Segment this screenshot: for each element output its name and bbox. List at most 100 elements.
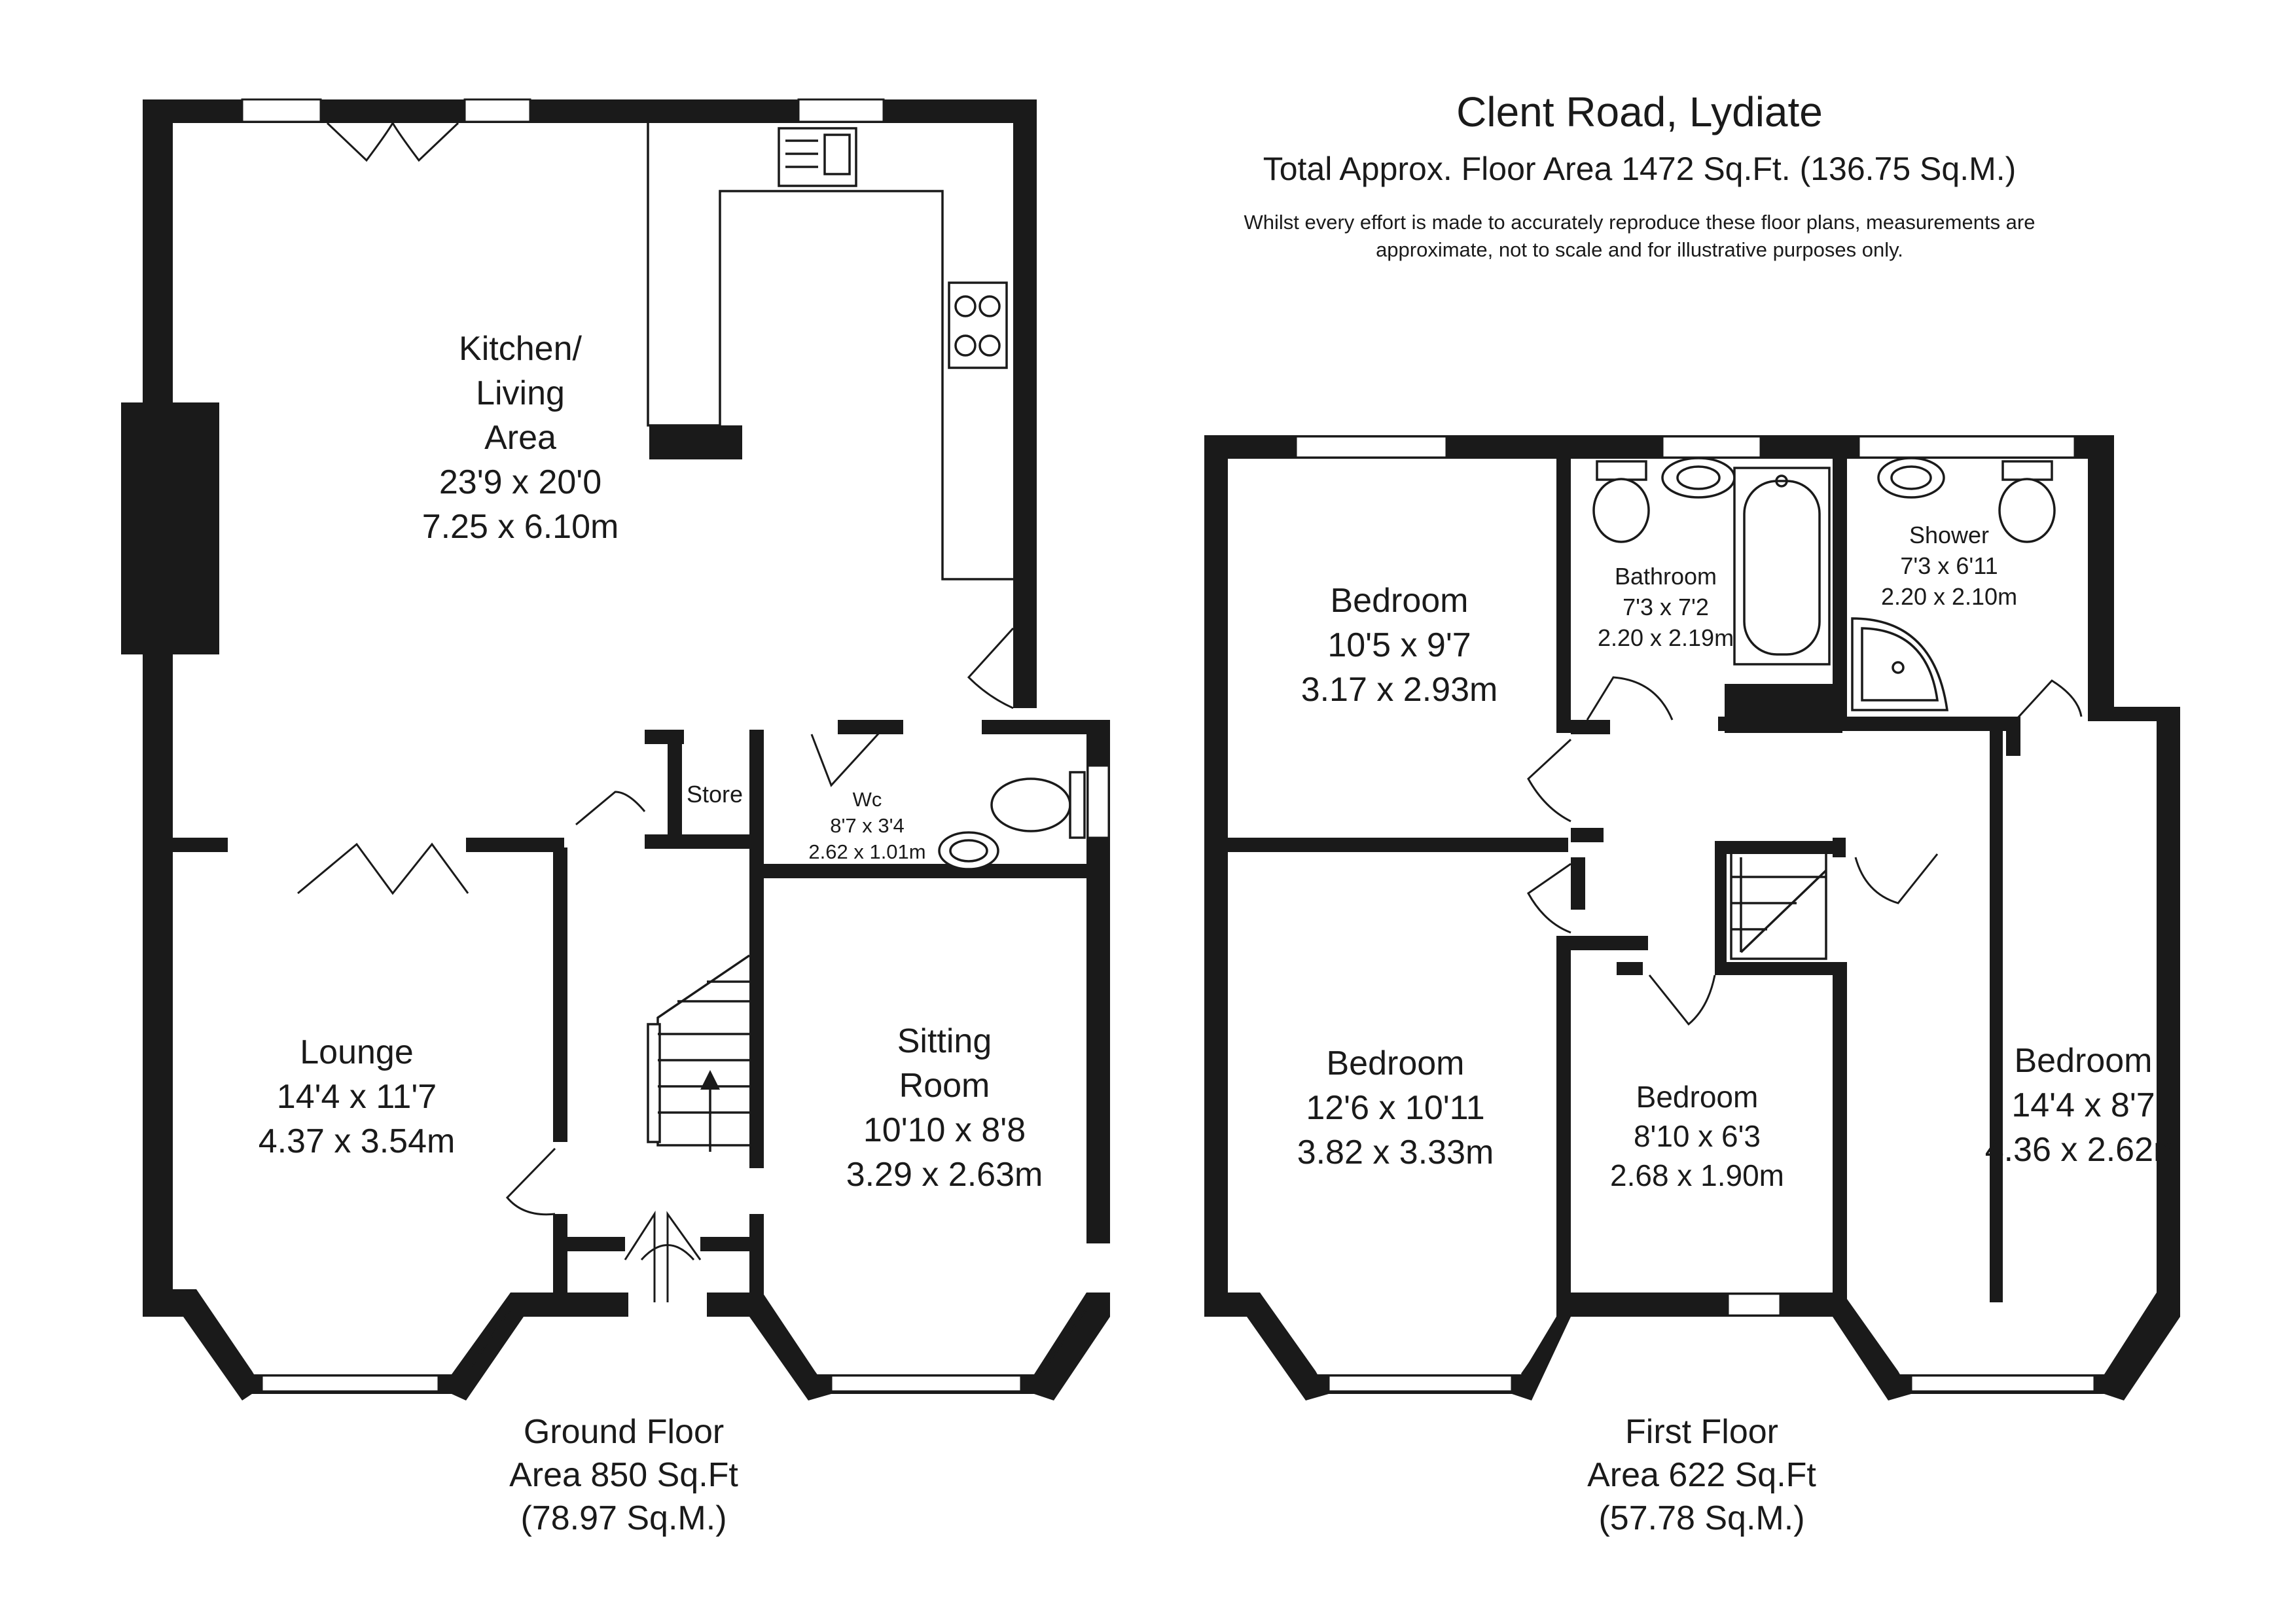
door-swing-icon: [1527, 863, 1571, 934]
kitchen-units: [647, 123, 1013, 580]
basin-icon: [1877, 457, 1945, 499]
door-swing-icon: [297, 842, 469, 895]
bedroom-top-left-label: Bedroom 10'5 x 9'7 3.17 x 2.93m: [1301, 582, 1498, 709]
bedroom-imperial: 10'5 x 9'7: [1327, 626, 1471, 664]
wc-name: Wc: [853, 788, 882, 811]
bedroom-name: Bedroom: [1327, 1044, 1465, 1082]
door-swing-icon: [624, 1210, 656, 1302]
sitting-room-label: Sitting Room 10'10 x 8'8 3.29 x 2.63m: [846, 1022, 1043, 1194]
kitchen-label: Kitchen/ Living Area 23'9 x 20'0 7.25 x …: [422, 330, 619, 546]
property-title: Clent Road, Lydiate: [1456, 88, 1823, 135]
total-floor-area: Total Approx. Floor Area 1472 Sq.Ft. (13…: [1263, 151, 2017, 187]
door-swing-icon: [640, 1244, 695, 1260]
shower-label: Shower 7'3 x 6'11 2.20 x 2.10m: [1881, 522, 2017, 610]
wc-fixtures: [938, 771, 1086, 870]
bathroom-label: Bathroom 7'3 x 7'2 2.20 x 2.19m: [1598, 563, 1734, 651]
bathroom-metric: 2.20 x 2.19m: [1598, 624, 1734, 651]
door-swing-icon: [810, 730, 882, 787]
stairs-icon: [1730, 846, 1827, 960]
window-icon: [797, 98, 885, 123]
window-icon: [1727, 1293, 1782, 1317]
shower-imperial: 7'3 x 6'11: [1900, 552, 1998, 579]
first-floor-caption: First Floor Area 622 Sq.Ft (57.78 Sq.M.): [1587, 1413, 1816, 1537]
door-swing-icon: [1854, 853, 1939, 904]
wc-imperial: 8'7 x 3'4: [830, 814, 905, 837]
window-icon: [1086, 764, 1110, 839]
lounge-metric: 4.37 x 3.54m: [259, 1122, 456, 1160]
ground-floor-walls: [121, 99, 1110, 1400]
first-floor-walls: [1204, 435, 2180, 1400]
window-icon: [241, 98, 322, 123]
stairs-icon: [647, 954, 750, 1152]
ground-floor-title: Ground Floor: [524, 1413, 724, 1451]
wc-label: Wc 8'7 x 3'4 2.62 x 1.01m: [808, 788, 925, 863]
lounge-name: Lounge: [300, 1033, 414, 1071]
bathroom-fixtures: [1592, 457, 1831, 666]
bedroom-metric: 3.82 x 3.33m: [1297, 1133, 1494, 1171]
window-icon: [463, 98, 531, 123]
kitchen-metric: 7.25 x 6.10m: [422, 508, 619, 546]
window-icon: [260, 1374, 440, 1393]
window-icon: [830, 1374, 1022, 1393]
door-swing-icon: [967, 627, 1014, 709]
bedroom-bottom-left-label: Bedroom 12'6 x 10'11 3.82 x 3.33m: [1297, 1044, 1494, 1171]
door-swing-icon: [575, 791, 646, 826]
ground-floor-doors: [297, 122, 1014, 1302]
bedroom-metric: 2.68 x 1.90m: [1610, 1158, 1784, 1192]
door-swing-icon: [391, 122, 459, 162]
first-floor-area-metric: (57.78 Sq.M.): [1598, 1499, 1804, 1537]
first-floor-windows: [1262, 435, 2155, 1393]
kitchen-name-line1: Kitchen/: [459, 330, 582, 368]
disclaimer-line2: approximate, not to scale and for illust…: [1376, 238, 1903, 261]
kitchen-name-line3: Area: [484, 419, 556, 457]
door-swing-icon: [1586, 676, 1674, 721]
window-icon: [1327, 1374, 1513, 1393]
bedroom-small-label: Bedroom 8'10 x 6'3 2.68 x 1.90m: [1610, 1080, 1784, 1192]
sitting-imperial: 10'10 x 8'8: [863, 1111, 1026, 1149]
kitchen-imperial: 23'9 x 20'0: [439, 463, 601, 501]
bath-icon: [1733, 467, 1831, 666]
ground-floor-area: Area 850 Sq.Ft: [509, 1456, 738, 1494]
lounge-imperial: 14'4 x 11'7: [277, 1078, 437, 1116]
sitting-name-line1: Sitting: [897, 1022, 992, 1060]
sitting-name-line2: Room: [899, 1067, 990, 1105]
toilet-icon: [1998, 460, 2056, 543]
window-icon: [1661, 435, 1762, 459]
first-floor-area: Area 622 Sq.Ft: [1587, 1456, 1816, 1494]
bedroom-metric: 3.17 x 2.93m: [1301, 671, 1498, 709]
sitting-metric: 3.29 x 2.63m: [846, 1156, 1043, 1194]
toilet-icon: [990, 771, 1086, 839]
lounge-label: Lounge 14'4 x 11'7 4.37 x 3.54m: [259, 1033, 456, 1160]
plan-header: Clent Road, Lydiate Total Approx. Floor …: [1244, 88, 2036, 261]
door-swing-icon: [326, 122, 394, 162]
shower-tray-icon: [1851, 617, 1949, 711]
bedroom-name: Bedroom: [2015, 1042, 2153, 1080]
bedroom-name: Bedroom: [1636, 1080, 1759, 1114]
bathroom-name: Bathroom: [1615, 563, 1717, 590]
window-icon: [1910, 1374, 2096, 1393]
ground-floor-caption: Ground Floor Area 850 Sq.Ft (78.97 Sq.M.…: [509, 1413, 738, 1537]
shower-fixtures: [1851, 457, 2056, 711]
door-swing-icon: [2015, 679, 2083, 721]
disclaimer-line1: Whilst every effort is made to accuratel…: [1244, 211, 2036, 234]
door-swing-icon: [1648, 974, 1716, 1026]
window-icon: [1857, 435, 2076, 459]
window-icon: [1295, 435, 1448, 459]
door-swing-icon: [505, 1147, 556, 1216]
bedroom-imperial: 8'10 x 6'3: [1634, 1119, 1761, 1153]
kitchen-name-line2: Living: [476, 374, 565, 412]
door-swing-icon: [666, 1211, 702, 1302]
sink-icon: [778, 127, 857, 187]
ground-floor-windows: [195, 98, 1110, 1393]
hob-icon: [948, 281, 1008, 369]
bedroom-imperial: 12'6 x 10'11: [1306, 1089, 1484, 1127]
wc-metric: 2.62 x 1.01m: [808, 840, 925, 863]
bathroom-imperial: 7'3 x 7'2: [1623, 594, 1709, 620]
ground-floor-plan: Kitchen/ Living Area 23'9 x 20'0 7.25 x …: [121, 98, 1110, 1537]
first-floor-doors: [1527, 676, 2083, 1026]
shower-name: Shower: [1909, 522, 1989, 548]
bedroom-metric: 4.36 x 2.62m: [1985, 1131, 2182, 1169]
bedroom-name: Bedroom: [1331, 582, 1469, 620]
shower-metric: 2.20 x 2.10m: [1881, 583, 2017, 610]
ground-floor-area-metric: (78.97 Sq.M.): [520, 1499, 726, 1537]
